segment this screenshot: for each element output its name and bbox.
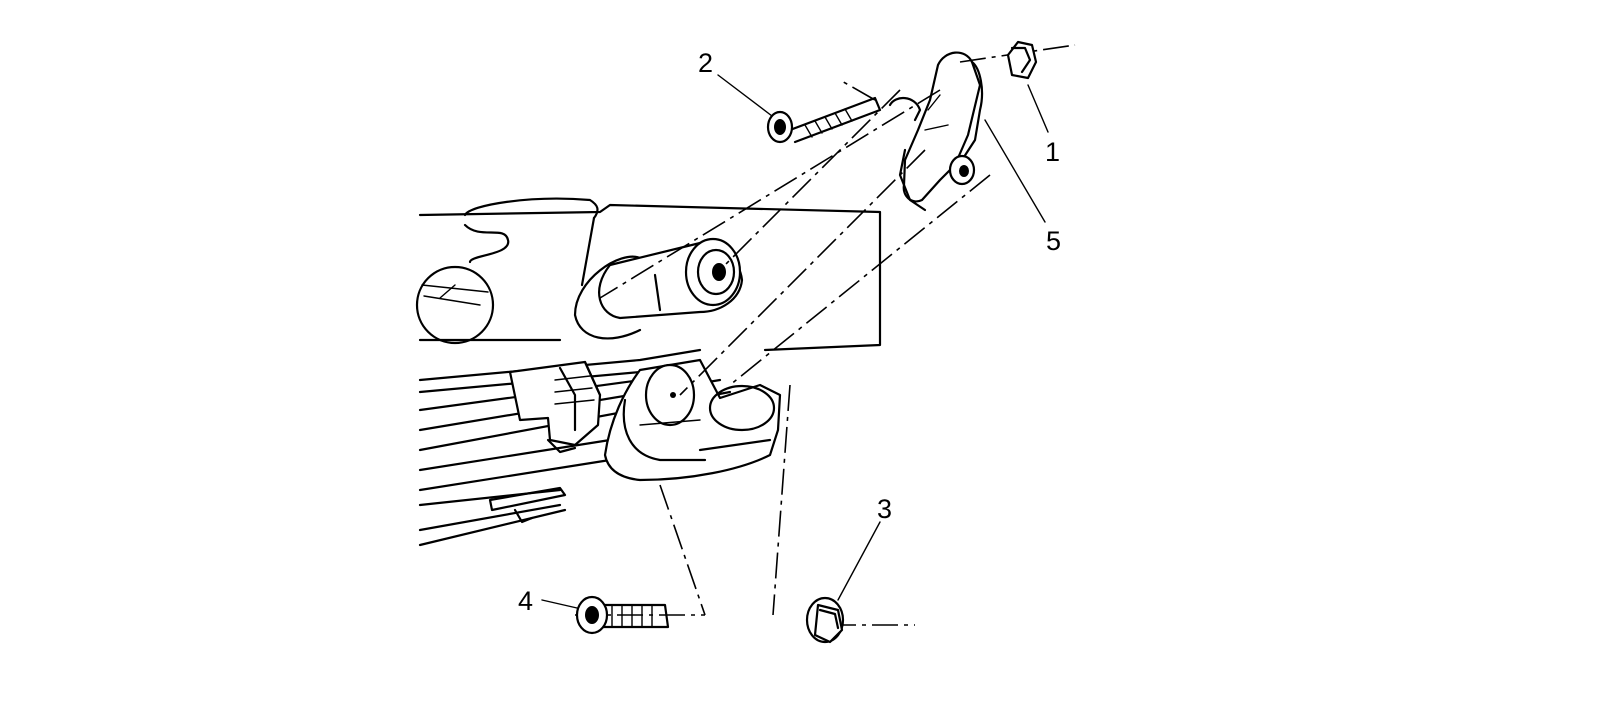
rear-spring-hanger [603,358,782,482]
callout-4: 4 [518,586,533,616]
nut-1 [1006,40,1038,80]
spring-clamp [508,360,602,454]
callouts: 2 1 5 3 4 [518,48,1061,616]
frame-inset-detail [415,265,495,345]
shackle-plate [888,51,984,212]
alignment-lines [575,44,1076,626]
bolt-4 [575,595,670,635]
callout-1: 1 [1045,137,1060,167]
callout-2: 2 [698,48,713,78]
bolt-2 [766,96,882,144]
leader-lines [541,74,1049,609]
callout-3: 3 [877,494,892,524]
nut-3 [805,596,845,644]
callout-5: 5 [1046,226,1061,256]
front-spring-eye [598,237,744,320]
